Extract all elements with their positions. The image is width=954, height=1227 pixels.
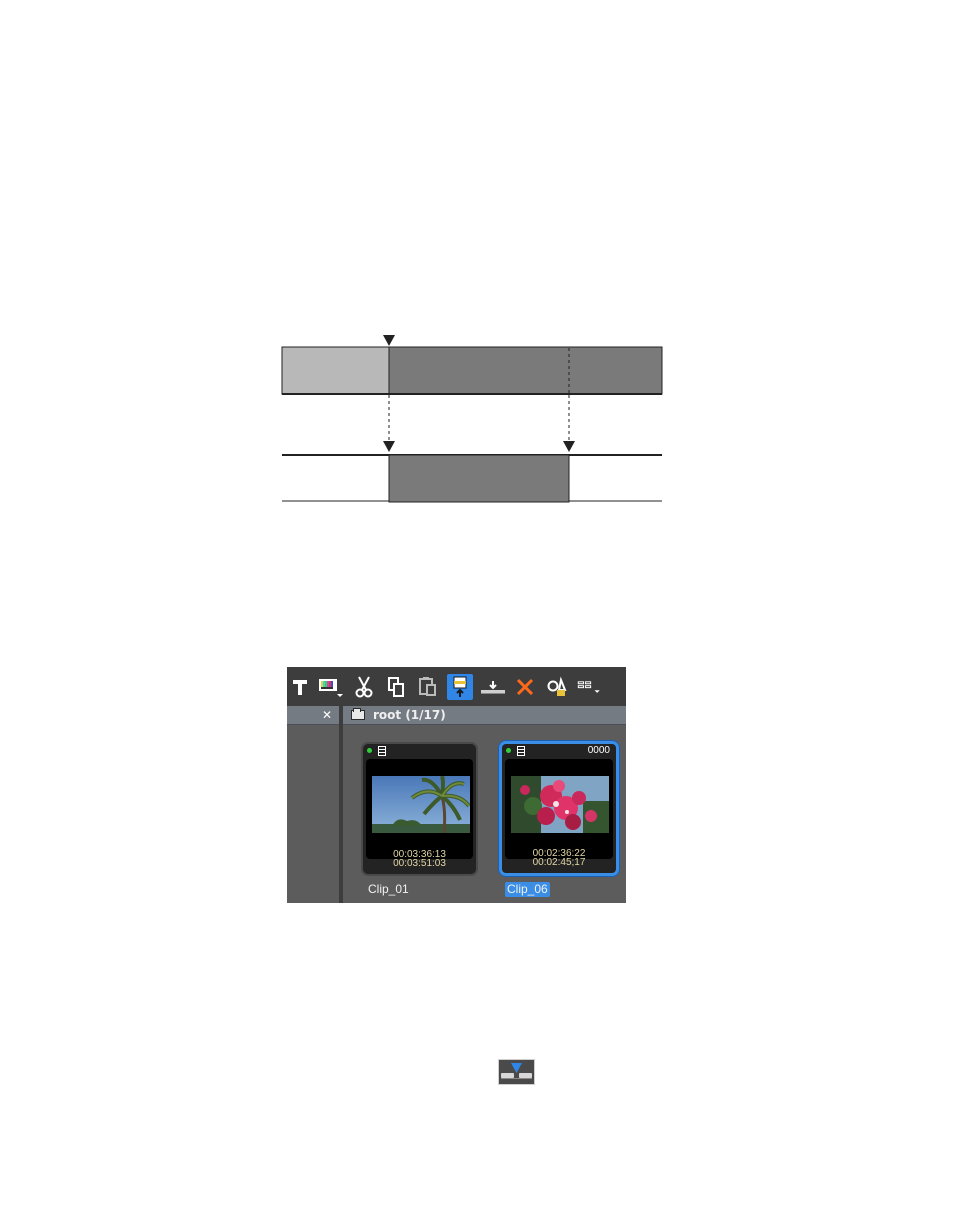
clip-counter: 0000 [587, 745, 610, 756]
folder-tree-header: ✕ [287, 706, 339, 725]
clip-name-label[interactable]: Clip_01 [368, 882, 409, 896]
source-in-point-marker [383, 335, 395, 346]
clip-out-timecode: 00:03:51:03 [393, 858, 446, 869]
overwrite-icon [481, 681, 505, 694]
clip-tile-selected[interactable]: 0000 [499, 741, 619, 876]
delete-x-icon [516, 678, 534, 696]
insert-to-timeline-button[interactable] [447, 674, 473, 700]
scissors-icon [355, 676, 373, 698]
insert-to-timeline-marker-button[interactable] [498, 1059, 535, 1085]
folder-path: root (1/17) [373, 708, 446, 722]
video-clip-icon [378, 746, 386, 756]
color-bars-dropdown-icon [319, 679, 343, 697]
view-mode-dropdown-icon [577, 681, 600, 693]
folder-icon [351, 708, 365, 720]
bin-toolbar [287, 667, 626, 706]
clip-thumbnail [372, 776, 470, 833]
timeline-in-point-marker [383, 441, 395, 452]
copy-button[interactable] [383, 674, 409, 700]
cut-button[interactable] [351, 674, 377, 700]
insert-marker-icon [501, 1063, 532, 1079]
clip-in-timecode: 00:02:36:22 [532, 848, 586, 859]
video-clip-icon [517, 746, 525, 756]
online-status-icon [506, 748, 511, 753]
palm-tree-thumbnail [372, 776, 470, 833]
delete-button[interactable] [512, 674, 538, 700]
paste-icon [419, 677, 436, 696]
clip-name-label-selected[interactable]: Clip_06 [505, 882, 550, 897]
clip-in-timecode: 00:03:36:13 [393, 849, 446, 860]
color-bars-button[interactable] [317, 674, 343, 700]
timeline-inserted-clip [388, 454, 570, 503]
properties-button[interactable] [544, 674, 570, 700]
bin-window: ✕ root (1/17) [287, 667, 626, 903]
insert-to-timeline-icon [453, 676, 467, 697]
clip-view-header: root (1/17) [343, 706, 626, 725]
paste-button[interactable] [415, 674, 441, 700]
folder-tree-pane[interactable] [287, 725, 339, 903]
properties-icon [547, 676, 567, 696]
clip-view-pane: 00:03:36:13 00:03:51:03 Clip_01 0000 [343, 725, 626, 903]
overwrite-button[interactable] [480, 674, 506, 700]
close-icon[interactable]: ✕ [321, 708, 332, 722]
insert-edit-diagram [281, 335, 663, 503]
source-clip-unused-part [281, 346, 390, 395]
online-status-icon [367, 748, 372, 753]
clip-out-timecode: 00:02:45;17 [532, 857, 586, 868]
title-button[interactable] [287, 674, 313, 700]
timeline-out-point-marker [563, 441, 575, 452]
clip-tile[interactable]: 00:03:36:13 00:03:51:03 [361, 742, 478, 876]
title-T-icon [293, 680, 307, 695]
copy-icon [388, 677, 404, 697]
clip-thumbnail [511, 776, 609, 833]
source-clip-used-part [388, 346, 663, 395]
flowers-thumbnail [511, 776, 609, 833]
pane-splitter[interactable] [339, 706, 343, 903]
view-mode-button[interactable] [577, 674, 603, 700]
